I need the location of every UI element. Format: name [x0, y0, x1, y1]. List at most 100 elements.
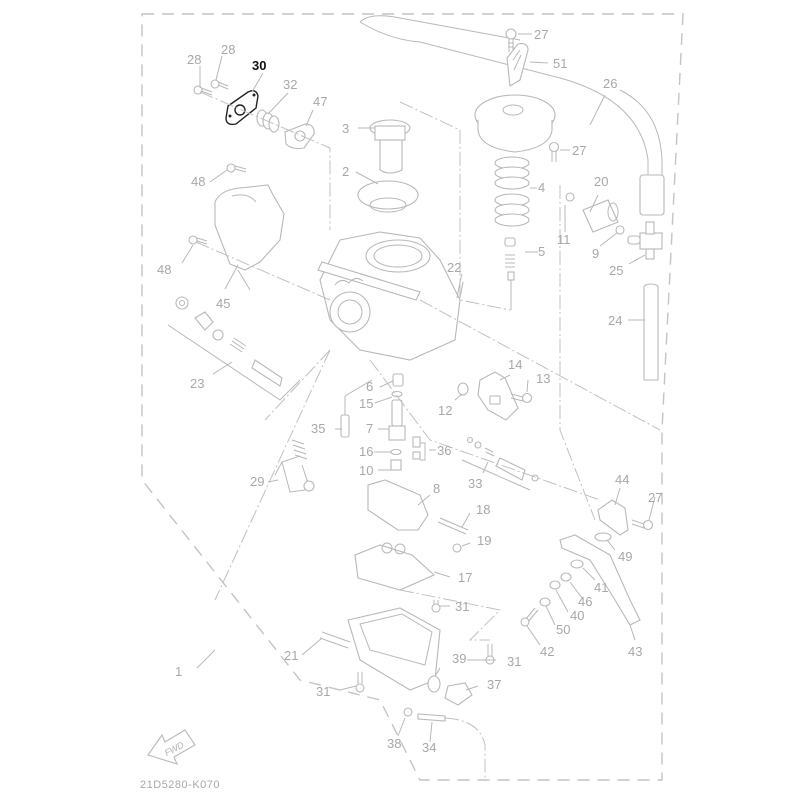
part-13-screw[interactable] — [510, 392, 533, 404]
part-40-bushing[interactable] — [549, 580, 561, 590]
callout-11[interactable]: 11 — [557, 232, 571, 247]
callout-42[interactable]: 42 — [540, 644, 554, 659]
part-17-gasket[interactable] — [354, 542, 435, 591]
callout-33[interactable]: 33 — [468, 476, 482, 491]
callout-18[interactable]: 18 — [476, 502, 490, 517]
callout-23[interactable]: 23 — [190, 376, 204, 391]
part-19-screw[interactable] — [452, 543, 462, 553]
part-36-jet-set[interactable] — [412, 436, 426, 461]
callout-49[interactable]: 49 — [618, 549, 632, 564]
part-27-screw-top[interactable] — [505, 28, 517, 52]
callout-27-top[interactable]: 27 — [534, 27, 548, 42]
part-3-throttle-valve[interactable] — [369, 119, 411, 174]
callout-47[interactable]: 47 — [313, 94, 327, 109]
callout-30-highlighted[interactable]: 30 — [252, 58, 266, 73]
part-23-idle-screw-set[interactable] — [167, 296, 301, 401]
callout-8[interactable]: 8 — [433, 481, 440, 496]
part-4-spring[interactable] — [494, 156, 530, 227]
callout-15[interactable]: 15 — [359, 396, 373, 411]
callout-5[interactable]: 5 — [538, 244, 545, 259]
part-29-screw-spring[interactable] — [274, 439, 315, 493]
callout-34[interactable]: 34 — [422, 740, 436, 755]
part-50-washer[interactable] — [539, 597, 551, 607]
callout-36[interactable]: 36 — [437, 443, 451, 458]
part-21-screw[interactable] — [319, 631, 351, 649]
callout-35[interactable]: 35 — [311, 421, 325, 436]
callout-46[interactable]: 46 — [578, 594, 592, 609]
callout-19[interactable]: 19 — [477, 533, 491, 548]
part-35-pilot-jet[interactable] — [340, 379, 373, 438]
part-45-cover[interactable] — [214, 184, 285, 271]
callout-6[interactable]: 6 — [366, 379, 373, 394]
callout-21[interactable]: 21 — [284, 648, 298, 663]
callout-28-left[interactable]: 28 — [187, 52, 201, 67]
callout-41[interactable]: 41 — [594, 580, 608, 595]
callout-24[interactable]: 24 — [608, 313, 622, 328]
callout-31-bottom-right[interactable]: 31 — [507, 654, 521, 669]
part-27-screw-mid[interactable] — [548, 141, 560, 163]
throttle-cable[interactable] — [359, 15, 665, 216]
callout-27-linkage[interactable]: 27 — [648, 490, 662, 505]
part-16-o-ring[interactable] — [390, 448, 402, 456]
callout-17[interactable]: 17 — [458, 570, 472, 585]
callout-28-right[interactable]: 28 — [221, 42, 235, 57]
callout-2[interactable]: 2 — [342, 164, 349, 179]
part-37-plug[interactable] — [444, 682, 473, 706]
callout-38[interactable]: 38 — [387, 736, 401, 751]
part-48-screw-top[interactable] — [226, 163, 247, 173]
callout-1[interactable]: 1 — [175, 664, 182, 679]
part-44-bracket[interactable] — [597, 499, 629, 536]
callout-32[interactable]: 32 — [283, 77, 297, 92]
callout-20[interactable]: 20 — [594, 174, 608, 189]
part-30-cover-highlighted[interactable] — [225, 89, 259, 126]
part-42-screw[interactable] — [520, 607, 539, 627]
part-31-screw-bottom-left[interactable] — [355, 672, 365, 693]
part-11-clip[interactable] — [565, 192, 575, 202]
callout-7[interactable]: 7 — [366, 421, 373, 436]
part-38-clip[interactable] — [403, 707, 413, 717]
part-31-screw-bottom-right[interactable] — [485, 644, 495, 665]
callout-40[interactable]: 40 — [570, 608, 584, 623]
part-9-clip[interactable] — [615, 225, 625, 235]
part-25-fitting[interactable] — [627, 221, 663, 260]
callout-26[interactable]: 26 — [603, 76, 617, 91]
callout-39[interactable]: 39 — [452, 651, 466, 666]
carb-top-cover[interactable] — [474, 94, 556, 153]
callout-27-mid[interactable]: 27 — [572, 143, 586, 158]
part-6-jet[interactable] — [392, 373, 404, 387]
part-27-screw-linkage[interactable] — [631, 519, 654, 531]
part-41-collar[interactable] — [570, 559, 584, 569]
callout-10[interactable]: 10 — [359, 463, 373, 478]
part-46-washer[interactable] — [560, 572, 572, 582]
callout-25[interactable]: 25 — [609, 263, 623, 278]
part-32-spring[interactable] — [256, 109, 280, 133]
part-51-bracket[interactable] — [506, 43, 529, 87]
part-14-lever[interactable] — [477, 371, 519, 421]
part-18-pin[interactable] — [437, 517, 469, 535]
part-43-lever[interactable] — [559, 534, 641, 626]
part-39-washer[interactable] — [427, 675, 441, 693]
part-5-jet-needle[interactable] — [504, 237, 516, 310]
callout-50[interactable]: 50 — [556, 622, 570, 637]
callout-45[interactable]: 45 — [216, 296, 230, 311]
part-48-screw-bottom[interactable] — [188, 235, 208, 245]
callout-31-top[interactable]: 31 — [455, 599, 469, 614]
carburetor-body[interactable] — [317, 231, 461, 361]
part-20-hose[interactable] — [582, 199, 619, 233]
callout-14[interactable]: 14 — [508, 357, 522, 372]
callout-48-top[interactable]: 48 — [191, 174, 205, 189]
part-24-tube[interactable] — [643, 283, 659, 381]
part-12-o-ring[interactable] — [457, 382, 469, 396]
callout-37[interactable]: 37 — [487, 677, 501, 692]
callout-12[interactable]: 12 — [438, 403, 452, 418]
part-31-screw-top[interactable] — [431, 600, 441, 613]
part-49-washer[interactable] — [594, 532, 612, 542]
part-10-main-jet[interactable] — [390, 459, 402, 471]
callout-3[interactable]: 3 — [342, 121, 349, 136]
callout-16[interactable]: 16 — [359, 444, 373, 459]
part-8-float[interactable] — [367, 479, 429, 531]
callout-22[interactable]: 22 — [447, 260, 461, 275]
callout-31-bottom-left[interactable]: 31 — [316, 684, 330, 699]
part-28-screw-right[interactable] — [210, 79, 229, 90]
callout-13[interactable]: 13 — [536, 371, 550, 386]
